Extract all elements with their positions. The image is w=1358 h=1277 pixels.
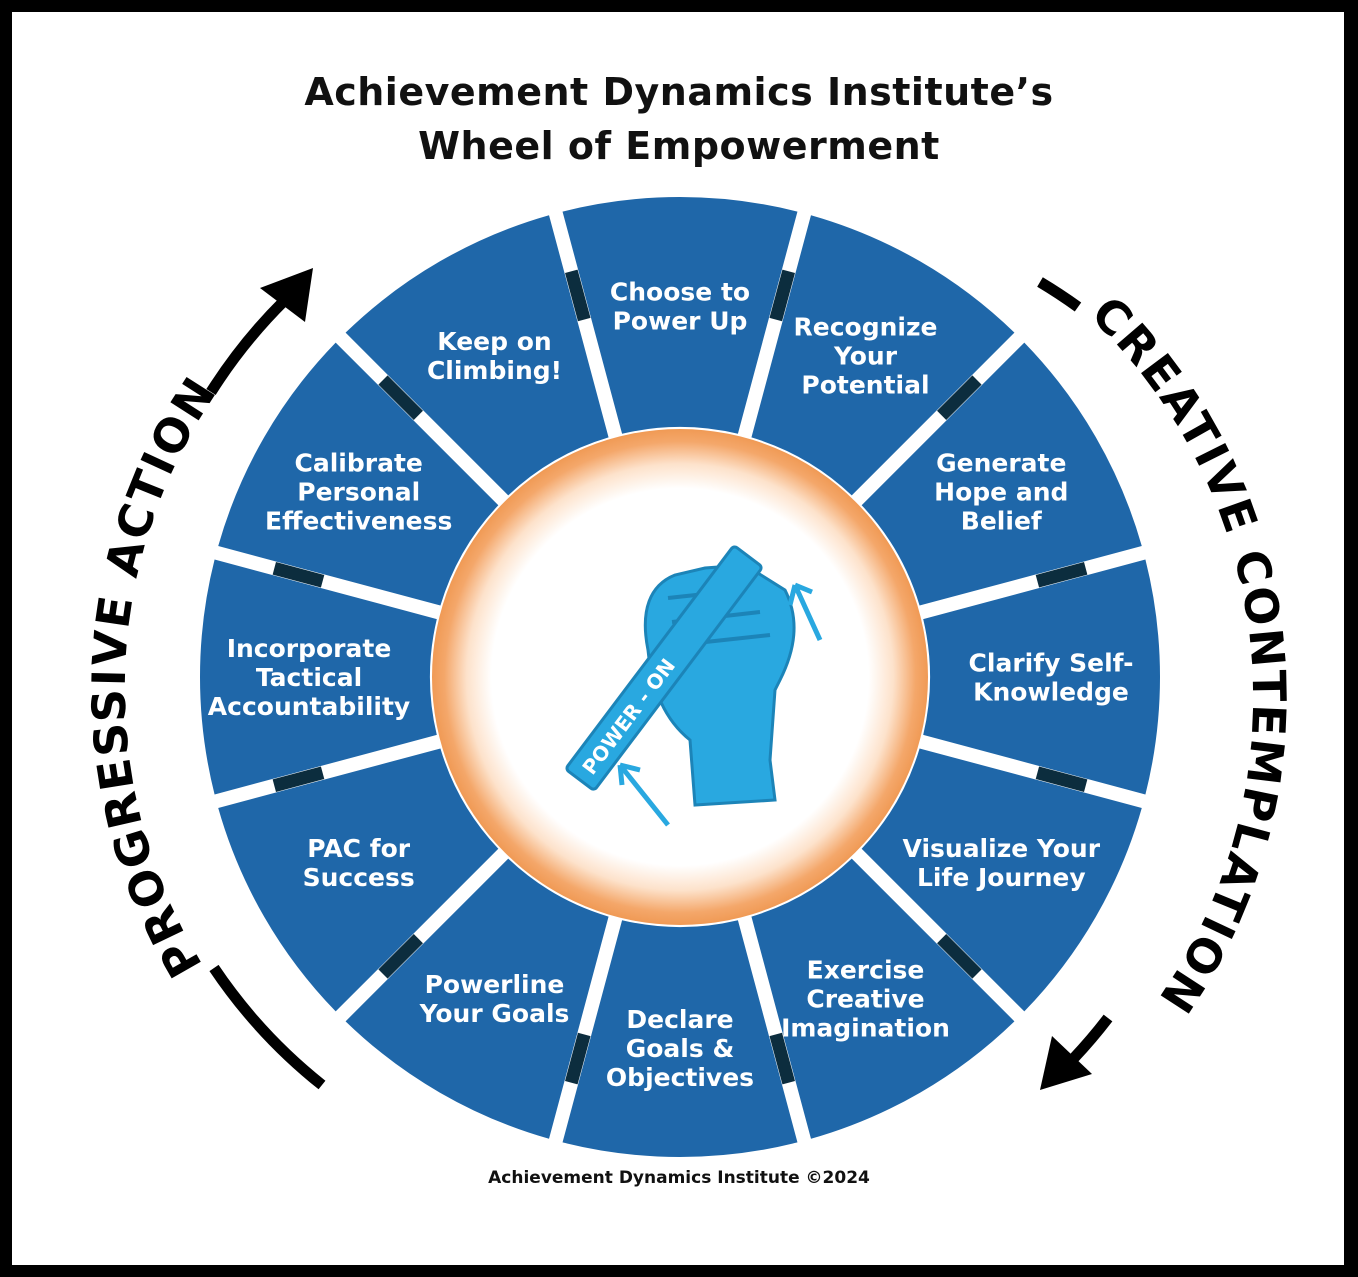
segment-label-line: Incorporate (227, 634, 392, 663)
title-line-2: Wheel of Empowerment (418, 124, 940, 168)
wheel-segment (218, 748, 499, 1012)
segment-divider-accent (272, 766, 325, 792)
segment-label-line: Visualize Your (903, 834, 1101, 863)
segment-label-line: Clarify Self- (969, 649, 1134, 678)
segment-label-line: Success (303, 863, 415, 892)
center-hub: POWER - ON (432, 429, 928, 925)
wheel-segment (562, 920, 798, 1157)
segment-label-line: Recognize (794, 313, 938, 342)
segment-label-line: PAC for (307, 834, 410, 863)
segment-divider-accent (378, 934, 423, 979)
wheel-segment (345, 215, 609, 496)
segment-label-line: Imagination (781, 1013, 950, 1042)
segment-label-line: Hope and (934, 478, 1068, 507)
up-arrowhead-icon (260, 268, 313, 322)
wheel-segment (751, 858, 1015, 1139)
segment-divider-accent (565, 1032, 591, 1085)
footer-copyright: Achievement Dynamics Institute ©2024 (488, 1168, 870, 1188)
left-arc-lower-stroke (209, 964, 326, 1090)
segment-label-line: Your Goals (419, 999, 570, 1028)
segment-label-line: Keep on (437, 327, 551, 356)
segment-label-line: Goals & (626, 1034, 735, 1063)
segment-label-line: Choose to (610, 278, 750, 307)
left-arc-upper-stroke (206, 296, 289, 395)
segment-label-line: Your (833, 342, 898, 371)
wheel-segment (751, 215, 1015, 496)
segment-divider-accent (769, 1032, 795, 1085)
down-arrowhead-icon (1040, 1036, 1092, 1090)
segment-label-line: Climbing! (427, 356, 562, 385)
segment-divider-accent (378, 375, 423, 420)
title-line-1: Achievement Dynamics Institute’s (304, 70, 1054, 114)
segment-divider-accent (1035, 766, 1088, 792)
segment-label-line: Personal (297, 478, 420, 507)
wheel-segment (923, 559, 1160, 795)
segment-divider-accent (937, 375, 982, 420)
segment-divider-accent (937, 934, 982, 979)
segment-label-line: Knowledge (973, 678, 1129, 707)
segment-label-line: Calibrate (295, 449, 423, 478)
segment-label-line: Declare (626, 1005, 733, 1034)
wheel-segment (200, 559, 437, 795)
segment-label-line: Tactical (256, 663, 362, 692)
segment-label-line: Generate (936, 449, 1066, 478)
segment-divider-accent (1035, 562, 1088, 588)
segment-label-line: Belief (961, 507, 1043, 536)
segment-label-line: Effectiveness (265, 507, 452, 536)
segment-label-line: Powerline (425, 970, 565, 999)
wheel-segment (218, 342, 499, 606)
wheel-segment (345, 858, 609, 1139)
segment-label-line: Potential (801, 371, 929, 400)
wheel-segment (861, 748, 1142, 1012)
segment-label-line: Exercise (807, 955, 925, 984)
segment-label-line: Accountability (208, 692, 410, 721)
wheel-segment (861, 342, 1142, 606)
segment-divider-accent (272, 562, 325, 588)
segment-divider-accent (565, 269, 591, 322)
right-arc-upper-stroke (1037, 277, 1082, 312)
segment-label-line: Life Journey (917, 863, 1086, 892)
segment-label: Clarify Self-Knowledge (969, 649, 1134, 707)
segment-label-line: Objectives (606, 1063, 754, 1092)
wheel-segment (562, 197, 798, 434)
right-arc-lower-stroke (1069, 1014, 1113, 1062)
segment-divider-accent (769, 269, 795, 322)
segment-label-line: Power Up (613, 307, 748, 336)
segment-label-line: Creative (806, 984, 924, 1013)
